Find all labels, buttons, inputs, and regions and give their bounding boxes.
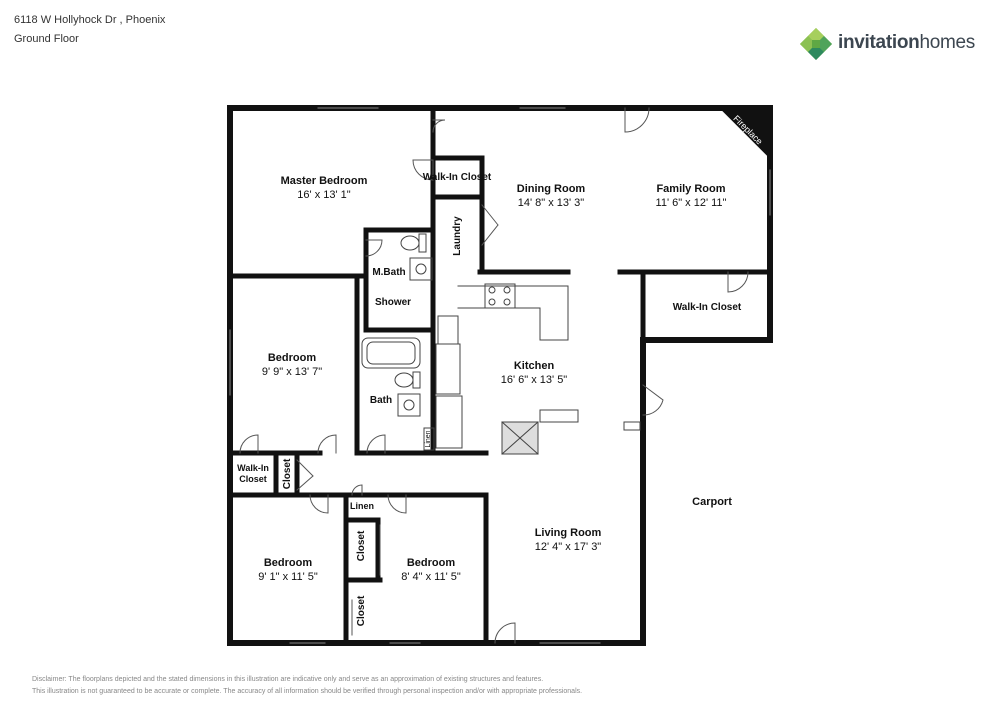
- room-dims: 9' 9" x 13' 7": [261, 366, 323, 378]
- room-name: Kitchen: [513, 360, 555, 372]
- room-name: Bedroom: [267, 352, 317, 364]
- room-name: Living Room: [534, 527, 602, 539]
- room-name: Family Room: [656, 183, 726, 195]
- room-laundry: Laundry: [452, 216, 463, 256]
- room-name: Bedroom: [263, 557, 313, 569]
- room-shower: Shower: [374, 297, 412, 308]
- room-closet-hall: Closet: [282, 458, 293, 490]
- room-kitchen: Kitchen 16' 6" x 13' 5": [501, 359, 567, 387]
- room-walkin-closet-master: Walk-In Closet: [422, 172, 492, 183]
- room-master-bedroom: Master Bedroom 16' x 13' 1": [281, 174, 368, 202]
- room-name: Master Bedroom: [280, 175, 368, 187]
- room-dims: 8' 4" x 11' 5": [401, 571, 461, 583]
- property-address: 6118 W Hollyhock Dr , Phoenix: [14, 14, 166, 26]
- room-closet-lower: Closet: [356, 595, 367, 627]
- room-dims: 11' 6" x 12' 11": [655, 197, 727, 209]
- room-bath: Bath: [369, 395, 393, 406]
- interior-walls: [227, 105, 773, 646]
- brand-logo: invitationhomes: [798, 26, 983, 62]
- room-name: Bedroom: [406, 557, 456, 569]
- room-bedroom-bottom-mid: Bedroom 8' 4" x 11' 5": [401, 556, 461, 584]
- room-bedroom-left: Bedroom 9' 9" x 13' 7": [262, 351, 322, 379]
- disclaimer-line-2: This illustration is not guaranteed to b…: [32, 688, 583, 695]
- room-family-room: Family Room 11' 6" x 12' 11": [656, 182, 727, 210]
- brand-name: invitationhomes: [838, 32, 975, 54]
- diamond-logo-icon: [800, 28, 832, 60]
- room-linen-hall: Linen: [350, 501, 374, 511]
- brand-name-bold: invitation: [838, 32, 920, 53]
- room-dims: 16' 6" x 13' 5": [500, 374, 568, 386]
- room-m-bath: M.Bath: [372, 267, 406, 278]
- room-name: Dining Room: [516, 183, 586, 195]
- room-living-room: Living Room 12' 4" x 17' 3": [535, 526, 602, 554]
- room-linen-small: Linen: [425, 430, 432, 448]
- room-dining-room: Dining Room 14' 8" x 13' 3": [517, 182, 585, 210]
- room-walkin-closet-family: Walk-In Closet: [672, 302, 742, 313]
- room-dims: 14' 8" x 13' 3": [517, 197, 585, 209]
- floor-label: Ground Floor: [14, 33, 79, 45]
- disclaimer-line-1: Disclaimer: The floorplans depicted and …: [32, 676, 544, 683]
- fireplace-shape: [718, 107, 771, 160]
- room-walkin-closet-hall: Walk-In Closet: [237, 463, 269, 484]
- room-closet-mid: Closet: [356, 530, 367, 562]
- room-carport: Carport: [692, 496, 732, 508]
- brand-name-light: homes: [919, 32, 975, 53]
- room-dims: 9' 1" x 11' 5": [258, 571, 318, 583]
- room-bedroom-bottom-left: Bedroom 9' 1" x 11' 5": [258, 556, 318, 584]
- room-dims: 16' x 13' 1": [297, 189, 351, 201]
- room-dims: 12' 4" x 17' 3": [534, 541, 602, 553]
